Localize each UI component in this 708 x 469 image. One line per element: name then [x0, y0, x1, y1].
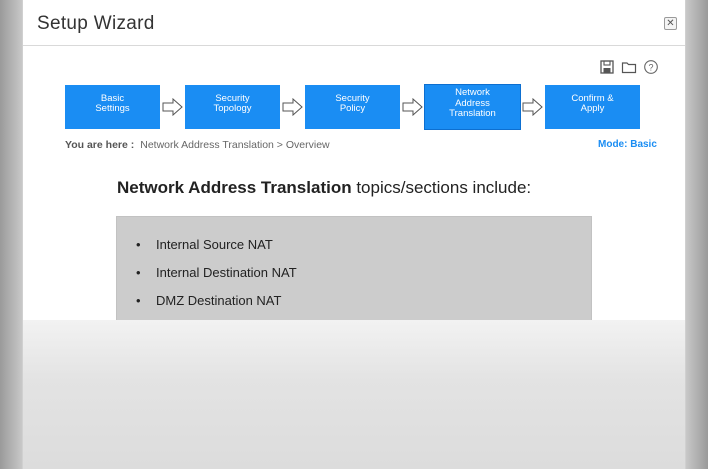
breadcrumb: You are here : Network Address Translatio… [65, 139, 330, 151]
list-item: • Internal Destination NAT [136, 264, 297, 292]
topic-label: Internal Source NAT [156, 237, 273, 252]
list-item: • Internal Source NAT [136, 236, 297, 264]
topic-label: DMZ Destination NAT [156, 293, 282, 308]
step-security-policy[interactable]: Security Policy [305, 85, 400, 129]
bullet-icon: • [136, 293, 141, 308]
folder-icon[interactable] [621, 59, 637, 75]
help-icon[interactable]: ? [643, 59, 659, 75]
setup-wizard-dialog: Setup Wizard ✕ ? Basic Settings Security… [22, 0, 686, 469]
topics-list: • Internal Source NAT • Internal Destinati… [136, 236, 297, 320]
step-arrow-icon [400, 85, 425, 129]
breadcrumb-path: Network Address Translation > Overview [140, 139, 330, 151]
toolbar: ? [599, 59, 659, 75]
wizard-steps: Basic Settings Security Topology Securit… [65, 84, 640, 130]
window-title: Setup Wizard [37, 13, 155, 34]
bullet-icon: • [136, 237, 141, 252]
close-button[interactable]: ✕ [664, 17, 677, 30]
step-security-topology[interactable]: Security Topology [185, 85, 280, 129]
step-basic-settings[interactable]: Basic Settings [65, 85, 160, 129]
step-network-address-translation[interactable]: Network Address Translation [424, 84, 521, 130]
mode-indicator[interactable]: Mode: Basic [598, 139, 657, 150]
breadcrumb-label: You are here : [65, 139, 135, 151]
save-icon[interactable] [599, 59, 615, 75]
close-icon: ✕ [666, 18, 675, 29]
heading-bold: Network Address Translation [117, 178, 352, 197]
title-bar: Setup Wizard ✕ [23, 0, 685, 46]
list-item: • DMZ Destination NAT [136, 292, 297, 320]
heading-rest: topics/sections include: [351, 178, 532, 197]
step-arrow-icon [520, 85, 545, 129]
step-arrow-icon [160, 85, 185, 129]
step-arrow-icon [280, 85, 305, 129]
bullet-icon: • [136, 265, 141, 280]
section-heading: Network Address Translation topics/secti… [117, 178, 531, 198]
step-confirm-apply[interactable]: Confirm & Apply [545, 85, 640, 129]
topic-label: Internal Destination NAT [156, 265, 297, 280]
topics-box: • Internal Source NAT • Internal Destinati… [116, 216, 592, 335]
svg-text:?: ? [648, 63, 653, 73]
